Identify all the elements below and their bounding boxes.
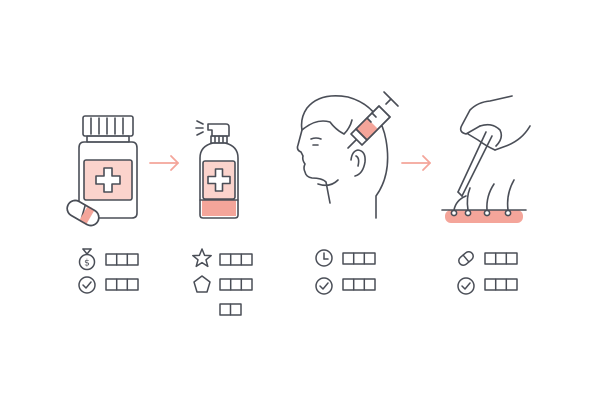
placeholder-box-group xyxy=(105,253,139,266)
money-bag-icon: $ xyxy=(78,248,96,271)
placeholder-box-group xyxy=(484,252,518,265)
pentagon-star-icon xyxy=(193,275,211,293)
arrow-right-icon xyxy=(401,155,431,171)
placeholder-box-group xyxy=(342,278,376,291)
check-circle-icon xyxy=(78,276,96,294)
pill-bottle-illustration xyxy=(78,115,138,219)
svg-text:$: $ xyxy=(84,259,90,269)
spray-bottle-illustration xyxy=(195,120,239,219)
capsule-icon xyxy=(66,199,100,227)
placeholder-box-group xyxy=(219,303,242,316)
clock-icon xyxy=(315,249,333,267)
syringe-icon xyxy=(347,91,399,149)
placeholder-box-group xyxy=(342,252,376,265)
scalp-hair-implant-illustration xyxy=(441,179,527,223)
placeholder-box-group xyxy=(484,278,518,291)
pill-icon xyxy=(458,251,474,266)
arrow-right-icon xyxy=(149,155,179,171)
head-profile-illustration xyxy=(296,95,389,219)
placeholder-box-group xyxy=(219,253,253,266)
star-icon xyxy=(192,248,212,268)
check-circle-icon xyxy=(315,277,333,295)
placeholder-box-group xyxy=(105,278,139,291)
check-circle-icon xyxy=(457,277,475,295)
placeholder-box-group xyxy=(219,278,253,291)
hand-with-tweezers-illustration xyxy=(457,95,531,197)
